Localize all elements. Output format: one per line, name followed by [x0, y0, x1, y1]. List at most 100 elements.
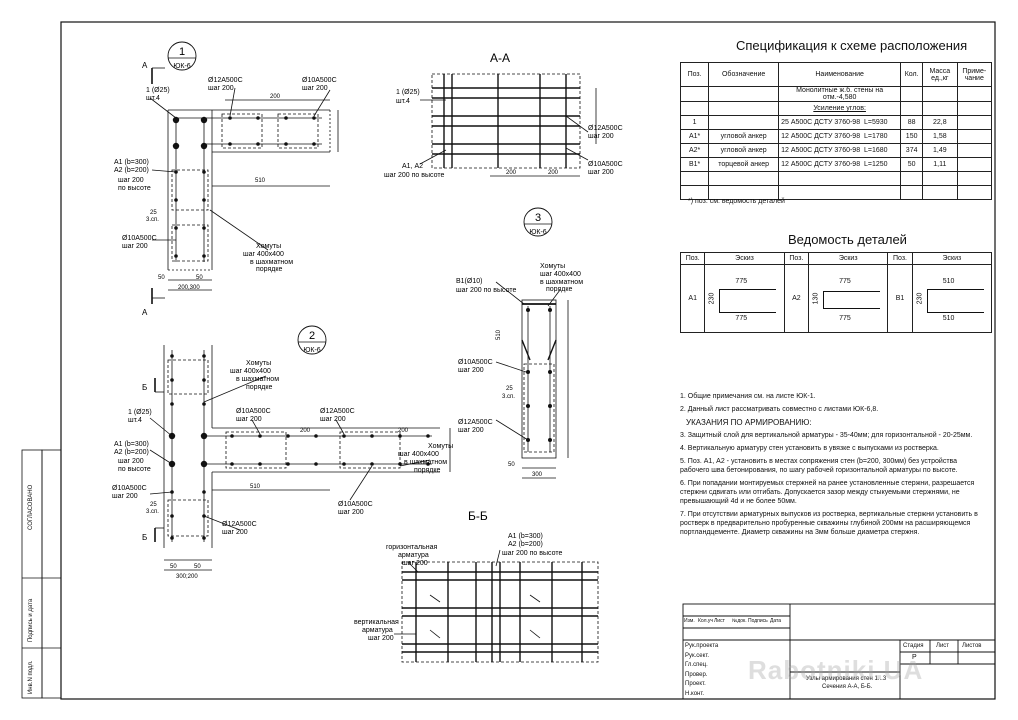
svg-text:шаг 400х400: шаг 400х400	[398, 451, 439, 458]
section-aa-title: А-А	[490, 51, 510, 65]
svg-text:шаг 200: шаг 200	[402, 560, 428, 567]
svg-text:Ø12А500С: Ø12А500С	[222, 521, 257, 528]
svg-text:Ø12А500С: Ø12А500С	[588, 125, 623, 132]
svg-text:Ø10А500С: Ø10А500С	[112, 485, 147, 492]
svg-text:200: 200	[270, 94, 281, 100]
note-4: 4. Вертикальную арматуру стен установить…	[680, 445, 939, 452]
svg-text:Ø10А500С: Ø10А500С	[236, 408, 271, 415]
section-mark-a-top: А	[142, 61, 148, 70]
sheet-frame	[60, 21, 996, 700]
svg-text:Хомуты: Хомуты	[256, 243, 281, 250]
svg-text:шаг 200: шаг 200	[112, 493, 138, 500]
note-6: 6. При попадании монтируемых стержней на…	[680, 480, 975, 505]
svg-text:порядке: порядке	[414, 467, 441, 474]
svg-text:Ø10А500С: Ø10А500С	[122, 235, 157, 242]
svg-text:510: 510	[250, 484, 261, 490]
svg-text:А1 (b=300): А1 (b=300)	[114, 159, 149, 166]
detail-pos-a1: А1	[679, 264, 706, 333]
svg-text:шт.4: шт.4	[396, 98, 410, 105]
svg-text:шаг 200: шаг 200	[588, 169, 614, 176]
svg-text:Хомуты: Хомуты	[540, 263, 565, 270]
section-bb-drawing	[394, 549, 599, 663]
svg-text:200: 200	[506, 170, 517, 176]
detail-sketch-b1: 510 510 230	[911, 264, 993, 333]
svg-text:шаг 200: шаг 200	[368, 635, 394, 642]
svg-text:300: 300	[532, 472, 543, 478]
side-inventory-no: Инв.N подл.	[28, 660, 34, 694]
svg-text:шаг 200: шаг 200	[458, 367, 484, 374]
svg-text:порядке: порядке	[546, 286, 573, 293]
svg-text:Ø10А500С: Ø10А500С	[302, 77, 337, 84]
section-aa-drawing	[419, 73, 597, 177]
drawing-caption-1: Узлы армирования стен 1...3	[806, 676, 887, 682]
svg-text:510: 510	[255, 178, 266, 184]
svg-text:в шахматном: в шахматном	[236, 376, 279, 383]
svg-text:шаг 200: шаг 200	[222, 529, 248, 536]
svg-text:горизонтальная: горизонтальная	[386, 544, 437, 551]
detail-pos-a2: А2	[783, 264, 810, 333]
svg-text:А1 (b=300): А1 (b=300)	[508, 533, 543, 540]
svg-text:200: 200	[300, 428, 311, 434]
side-agreed: СОГЛАСОВАНО	[28, 484, 34, 530]
svg-text:шаг 200: шаг 200	[118, 458, 144, 465]
svg-text:Ø12А500С: Ø12А500С	[458, 419, 493, 426]
sheets-header: Листов	[962, 643, 982, 649]
svg-text:300;200: 300;200	[176, 574, 198, 580]
svg-text:арматура: арматура	[362, 627, 393, 634]
svg-text:шаг 200: шаг 200	[588, 133, 614, 140]
svg-text:50: 50	[196, 275, 203, 281]
svg-text:200: 200	[398, 428, 409, 434]
svg-text:шаг 200 по высоте: шаг 200 по высоте	[502, 550, 562, 557]
svg-text:вертикальная: вертикальная	[354, 619, 399, 626]
svg-text:50: 50	[158, 275, 165, 281]
section-mark-b-top: Б	[142, 383, 147, 392]
title-block-frame	[682, 603, 996, 700]
label-pcs4: шт.4	[146, 95, 160, 102]
label-12a500: Ø12А500С	[208, 77, 243, 84]
svg-text:порядке: порядке	[256, 266, 283, 273]
notes-heading: УКАЗАНИЯ ПО АРМИРОВАНИЮ:	[686, 418, 812, 427]
details-table: Поз. Эскиз Поз. Эскиз Поз. Эскиз А1 775 …	[679, 252, 993, 333]
detail-sketch-a2: 775 775 130	[808, 264, 889, 333]
node-3-drawing	[495, 281, 569, 479]
watermark: Rabotniki.UA	[748, 655, 924, 685]
svg-text:в шахматном: в шахматном	[540, 279, 583, 286]
svg-text:1 (Ø25): 1 (Ø25)	[396, 89, 420, 96]
note-7: 7. При отсутствии арматурных выпусков из…	[680, 511, 978, 536]
svg-text:50: 50	[508, 462, 515, 468]
svg-text:арматура: арматура	[398, 552, 429, 559]
svg-text:шаг 200: шаг 200	[122, 243, 148, 250]
node-1-drawing	[149, 67, 339, 304]
svg-text:шаг 200: шаг 200	[320, 416, 346, 423]
svg-text:510: 510	[496, 329, 502, 340]
svg-text:порядке: порядке	[246, 384, 273, 391]
section-bb-title: Б-Б	[468, 509, 488, 523]
node-1-number: 1	[179, 46, 185, 58]
svg-text:3.сп.: 3.сп.	[502, 394, 515, 400]
node-3-number: 3	[535, 212, 541, 224]
stage-value: Р	[912, 654, 917, 661]
svg-text:А1 (b=300): А1 (b=300)	[114, 441, 149, 448]
spec-table: Поз. Обозначение Наименование Кол. Масса…	[679, 62, 993, 200]
svg-text:Ø10А500С: Ø10А500С	[338, 501, 373, 508]
svg-text:1 (Ø25): 1 (Ø25)	[128, 409, 152, 416]
svg-text:25: 25	[506, 386, 513, 392]
svg-text:шт.4: шт.4	[128, 417, 142, 424]
svg-text:Ø10А500С: Ø10А500С	[458, 359, 493, 366]
svg-text:А2 (b=200): А2 (b=200)	[114, 449, 149, 456]
svg-text:по высоте: по высоте	[118, 466, 151, 473]
node-2-drawing	[149, 345, 451, 571]
svg-text:шаг 200 по высоте: шаг 200 по высоте	[456, 287, 516, 294]
spec-title: Спецификация к схеме расположения	[736, 38, 968, 53]
svg-text:в шахматном: в шахматном	[404, 459, 447, 466]
svg-text:шаг 200: шаг 200	[208, 85, 234, 92]
svg-text:шаг 400х400: шаг 400х400	[243, 251, 284, 258]
svg-text:по высоте: по высоте	[118, 185, 151, 192]
detail-sketch-a1: 775 775 230	[704, 264, 785, 333]
svg-text:шаг 200: шаг 200	[302, 85, 328, 92]
note-2: 2. Данный лист рассматривать совместно с…	[680, 406, 879, 413]
